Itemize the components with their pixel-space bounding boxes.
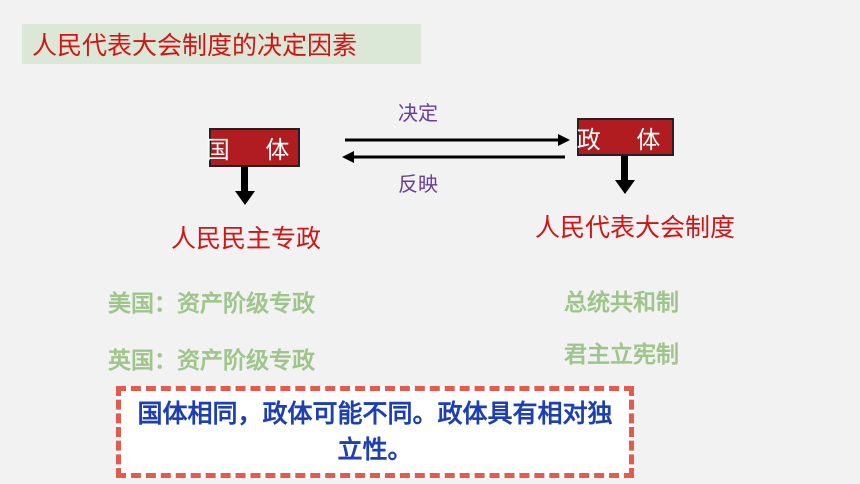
usa-guoti: 美国：资产阶级专政 — [108, 291, 315, 317]
usa-zhengti: 总统共和制 — [564, 290, 679, 316]
guoti-result: 人民民主专政 — [171, 224, 322, 253]
decide-label: 决定 — [398, 101, 438, 125]
uk-guoti: 英国：资产阶级专政 — [108, 348, 315, 374]
conclusion-text: 国体相同，政体可能不同。政体具有相对独立性。 — [137, 399, 613, 464]
decide-arrow — [345, 134, 570, 146]
title-box: 人民代表大会制度的决定因素 — [22, 24, 421, 64]
reflect-arrow — [342, 151, 565, 163]
guoti-down-arrow — [235, 167, 255, 205]
conclusion-box: 国体相同，政体可能不同。政体具有相对独立性。 — [116, 386, 634, 478]
zhengti-result: 人民代表大会制度 — [535, 213, 736, 242]
reflect-label: 反映 — [398, 172, 438, 196]
page-title: 人民代表大会制度的决定因素 — [32, 31, 358, 60]
zhengti-block: 政 体 — [577, 118, 674, 156]
guoti-block: 国 体 — [206, 128, 300, 167]
zhengti-down-arrow — [615, 156, 635, 194]
uk-zhengti: 君主立宪制 — [564, 342, 679, 368]
